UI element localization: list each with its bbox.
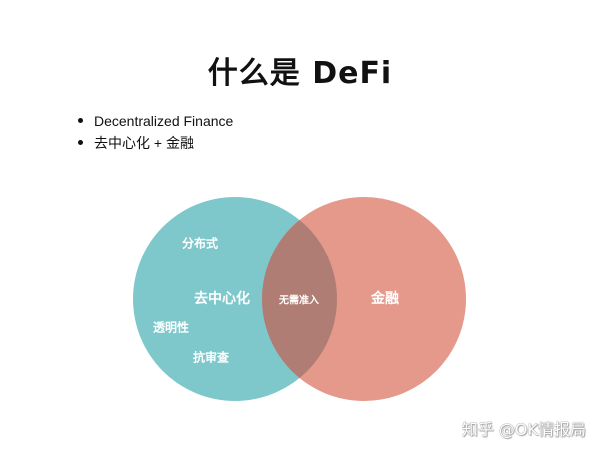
left-circle-label: 去中心化 (194, 291, 250, 307)
bullet-text: 去中心化 + 金融 (94, 135, 194, 151)
attribute-distributed: 分布式 (181, 236, 219, 251)
bullet-text: Decentralized Finance (94, 113, 234, 129)
slide-title: 什么是 DeFi (207, 56, 393, 91)
watermark: 知乎 @OK情报局 (461, 420, 586, 439)
bullet-dot-icon (78, 140, 83, 145)
intersection-region (262, 197, 337, 401)
bullet-list: Decentralized Finance 去中心化 + 金融 (78, 110, 233, 154)
attribute-censorship-resistance: 抗审查 (192, 350, 230, 365)
attribute-transparency: 透明性 (152, 320, 190, 335)
bullet-item: 去中心化 + 金融 (78, 132, 233, 154)
bullet-item: Decentralized Finance (78, 110, 233, 132)
bullet-dot-icon (78, 118, 83, 123)
intersection-label: 无需准入 (279, 295, 319, 307)
right-circle-label: 金融 (371, 291, 399, 307)
